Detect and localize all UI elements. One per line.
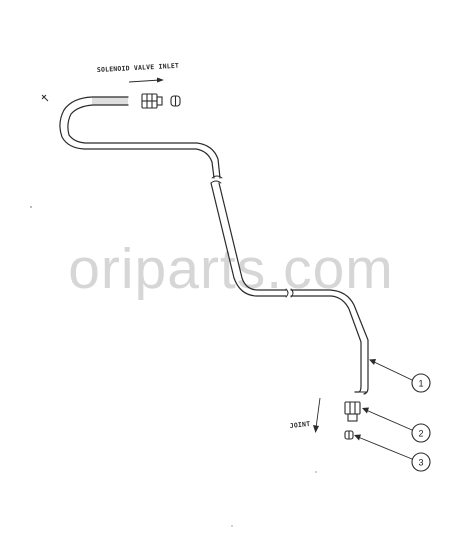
callout-2: 2: [411, 423, 431, 443]
pipe-lower-inner: [290, 289, 369, 395]
callout-1: 1: [411, 373, 431, 393]
pipe-break-upper: [210, 175, 223, 184]
pipe-assembly: [59, 96, 369, 395]
joint-label: JOINT: [289, 420, 310, 430]
solenoid-valve-inlet-label: SOLENOID VALVE INLET: [97, 62, 180, 74]
reference-tick: [41, 94, 49, 102]
inlet-nut: [141, 93, 163, 109]
pipe-mid-inner: [218, 182, 287, 291]
pipe-mid-outer: [210, 182, 287, 297]
pipe-lower-outer: [290, 295, 362, 393]
callout-3: 3: [411, 452, 431, 472]
joint-direction-arrow: [313, 397, 321, 433]
pipe-end-shading: [92, 97, 128, 105]
svg-text:2: 2: [418, 429, 423, 439]
svg-text:3: 3: [418, 458, 423, 468]
pipe-upper-outer: [59, 96, 215, 179]
callout-leaders: [354, 359, 413, 460]
svg-text:1: 1: [418, 379, 423, 389]
joint-sleeve: [344, 430, 354, 440]
joint-nut: [344, 401, 361, 422]
inlet-sleeve: [170, 95, 181, 107]
pipe-upper-inner: [67, 104, 221, 179]
scan-specks: [30, 206, 317, 527]
inlet-direction-arrow: [128, 77, 164, 83]
